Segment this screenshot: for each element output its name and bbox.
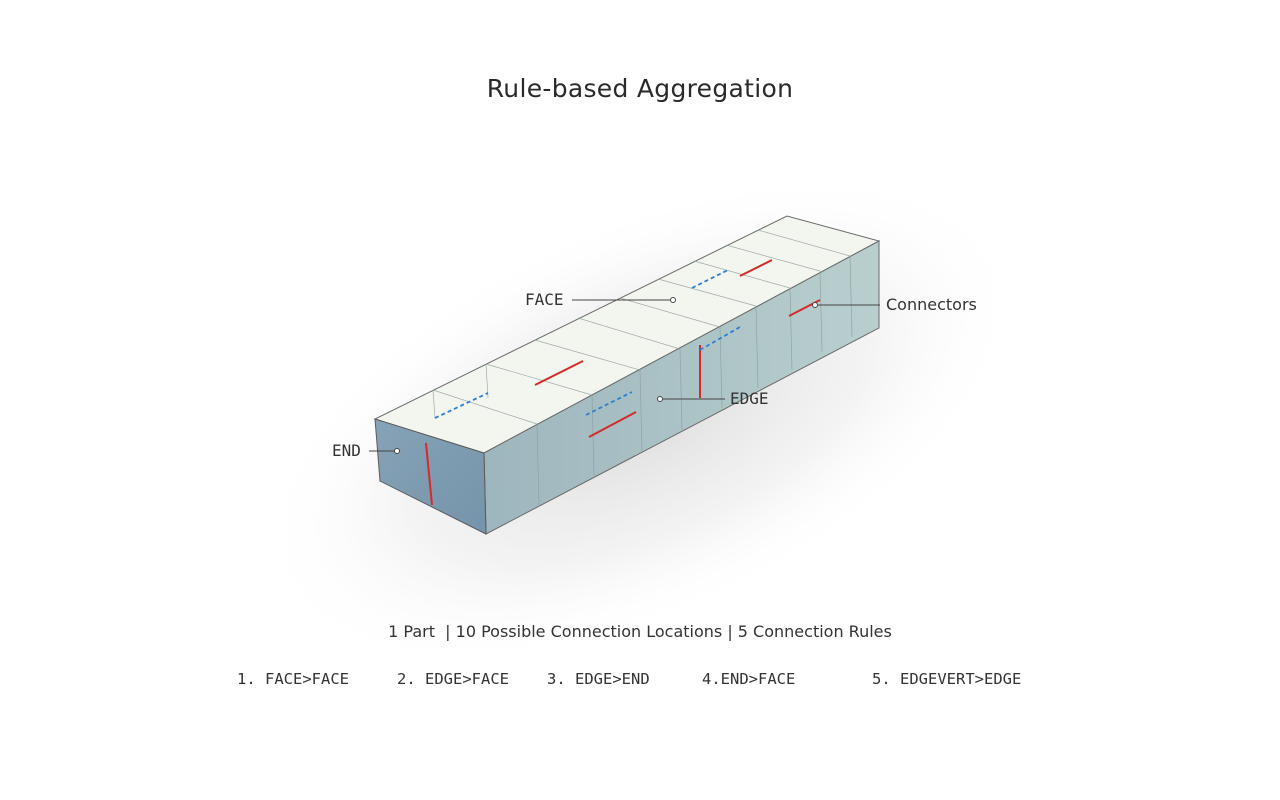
leader-end-dot [394, 448, 400, 454]
connector-end [425, 442, 433, 506]
dashed-connectors [434, 269, 741, 419]
rule-2: 2. EDGE>FACE [397, 670, 509, 688]
connector-face-1 [534, 360, 584, 386]
connector-face-2 [739, 259, 773, 277]
rule-4: 4.END>FACE [702, 670, 796, 688]
connector-dashed-2 [585, 391, 633, 416]
rule-5: 5. EDGEVERT>EDGE [872, 670, 1022, 688]
connectors-label: Connectors [886, 295, 977, 314]
summary-text: 1 Part | 10 Possible Connection Location… [388, 622, 892, 641]
leader-connectors-dot [812, 302, 818, 308]
leader-face-dot [670, 297, 676, 303]
end-label: END [332, 441, 361, 460]
connector-dashed-4 [699, 326, 741, 351]
connector-side-1 [588, 411, 637, 438]
edge-label: EDGE [730, 389, 769, 408]
page-title: Rule-based Aggregation [486, 74, 794, 103]
connector-dashed-1 [434, 392, 489, 419]
end-face [374, 418, 487, 535]
face-label: FACE [525, 290, 564, 309]
leader-edge-dot [657, 396, 663, 402]
solid-connectors [425, 259, 821, 506]
rule-1: 1. FACE>FACE [237, 670, 349, 688]
rule-3: 3. EDGE>END [547, 670, 650, 688]
